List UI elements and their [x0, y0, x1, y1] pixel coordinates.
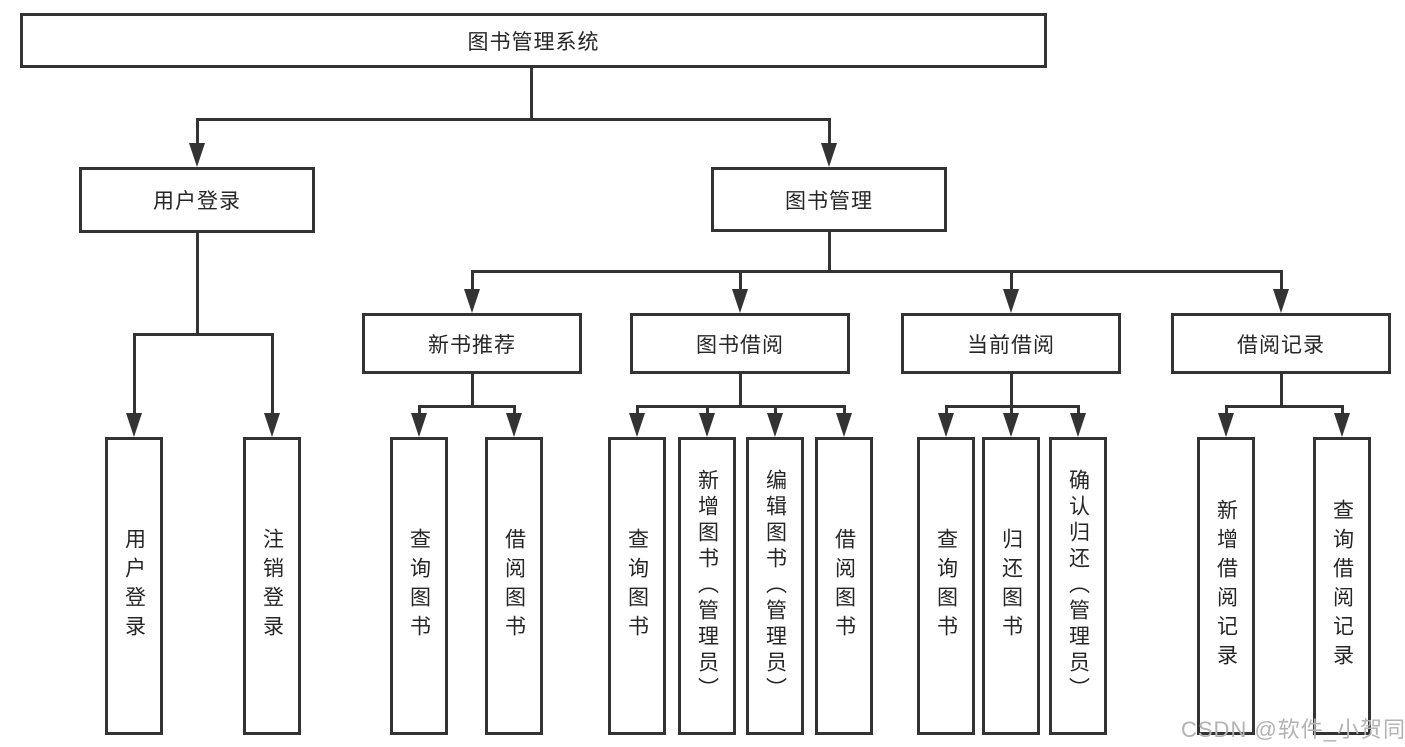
node-new-book-recommendation: 新书推荐	[362, 313, 582, 374]
connector-line	[774, 405, 777, 415]
connector-line	[1341, 405, 1344, 415]
arrow-down-icon	[464, 289, 480, 313]
node-label: 借阅图书	[502, 528, 526, 644]
node-current-borrowing: 当前借阅	[901, 313, 1121, 374]
leaf-query-borrow-record: 查询借阅记录	[1313, 437, 1371, 735]
arrow-down-icon	[1070, 413, 1086, 437]
arrow-down-icon	[821, 143, 837, 167]
leaf-user-login: 用户登录	[105, 437, 163, 735]
connector-line	[739, 270, 742, 291]
leaf-add-book-admin: 新增图书（管理员）	[678, 437, 736, 735]
node-library-management-system: 图书管理系统	[20, 13, 1047, 68]
connector-line	[828, 232, 831, 270]
arrow-down-icon	[1003, 413, 1019, 437]
connector-line	[196, 118, 199, 145]
node-label: 新增图书（管理员）	[695, 469, 719, 703]
node-label: 图书管理系统	[467, 30, 600, 54]
connector-line	[133, 333, 273, 336]
connector-line	[636, 405, 639, 415]
connector-line	[133, 333, 136, 415]
connector-line	[636, 405, 845, 408]
connector-line	[1280, 374, 1283, 405]
node-label: 确认归还（管理员）	[1066, 469, 1090, 703]
connector-line	[1077, 405, 1080, 415]
node-label: 新书推荐	[428, 333, 516, 357]
arrow-down-icon	[1334, 413, 1350, 437]
connector-line	[196, 233, 199, 333]
node-label: 查询图书	[934, 528, 958, 644]
connector-line	[828, 118, 831, 145]
node-user-login: 用户登录	[79, 167, 315, 233]
node-label: 注销登录	[260, 528, 284, 644]
node-borrowing-records: 借阅记录	[1171, 313, 1391, 374]
connector-line	[471, 270, 474, 291]
arrow-down-icon	[629, 413, 645, 437]
arrow-down-icon	[732, 289, 748, 313]
leaf-edit-book-admin: 编辑图书（管理员）	[746, 437, 804, 735]
leaf-confirm-return-admin: 确认归还（管理员）	[1049, 437, 1107, 735]
connector-line	[471, 270, 1283, 273]
leaf-return-book: 归还图书	[982, 437, 1040, 735]
arrow-down-icon	[126, 413, 142, 437]
node-label: 借阅记录	[1237, 333, 1325, 357]
node-label: 用户登录	[153, 190, 241, 213]
node-label: 查询借阅记录	[1330, 499, 1354, 673]
leaf-borrow-books: 借阅图书	[815, 437, 873, 735]
arrow-down-icon	[411, 413, 427, 437]
connector-line	[513, 405, 516, 415]
leaf-query-books-current: 查询图书	[917, 437, 975, 735]
arrow-down-icon	[264, 413, 280, 437]
node-label: 图书借阅	[696, 333, 784, 357]
connector-line	[706, 405, 709, 415]
arrow-down-icon	[1273, 289, 1289, 313]
arrow-down-icon	[767, 413, 783, 437]
node-book-management: 图书管理	[711, 167, 947, 232]
connector-line	[1225, 405, 1343, 408]
connector-line	[945, 405, 948, 415]
leaf-add-borrow-record: 新增借阅记录	[1197, 437, 1255, 735]
node-label: 查询图书	[407, 528, 431, 644]
arrow-down-icon	[938, 413, 954, 437]
node-label: 用户登录	[122, 528, 146, 644]
connector-line	[196, 118, 831, 121]
leaf-query-books-borrow: 查询图书	[608, 437, 666, 735]
arrow-down-icon	[836, 413, 852, 437]
connector-line	[1010, 270, 1013, 291]
node-book-borrowing: 图书借阅	[630, 313, 850, 374]
connector-line	[418, 405, 515, 408]
connector-line	[418, 405, 421, 415]
node-label: 借阅图书	[832, 528, 856, 644]
watermark: CSDN @软件_小贺同学	[1181, 717, 1405, 742]
connector-line	[1225, 405, 1228, 415]
leaf-query-books-recommend: 查询图书	[390, 437, 448, 735]
node-label: 编辑图书（管理员）	[763, 469, 787, 703]
node-label: 图书管理	[785, 189, 873, 213]
arrow-down-icon	[189, 143, 205, 167]
connector-line	[1280, 270, 1283, 291]
connector-line	[1010, 374, 1013, 405]
arrow-down-icon	[1003, 289, 1019, 313]
arrow-down-icon	[699, 413, 715, 437]
connector-line	[1010, 405, 1013, 415]
connector-line	[843, 405, 846, 415]
node-label: 归还图书	[999, 528, 1023, 644]
connector-line	[739, 374, 742, 405]
connector-line	[530, 68, 533, 120]
arrow-down-icon	[1218, 413, 1234, 437]
arrow-down-icon	[506, 413, 522, 437]
connector-line	[271, 333, 274, 415]
node-label: 查询图书	[625, 528, 649, 644]
node-label: 新增借阅记录	[1214, 499, 1238, 673]
connector-line	[471, 374, 474, 405]
leaf-borrow-books-recommend: 借阅图书	[485, 437, 543, 735]
leaf-logout: 注销登录	[243, 437, 301, 735]
node-label: 当前借阅	[967, 333, 1055, 357]
